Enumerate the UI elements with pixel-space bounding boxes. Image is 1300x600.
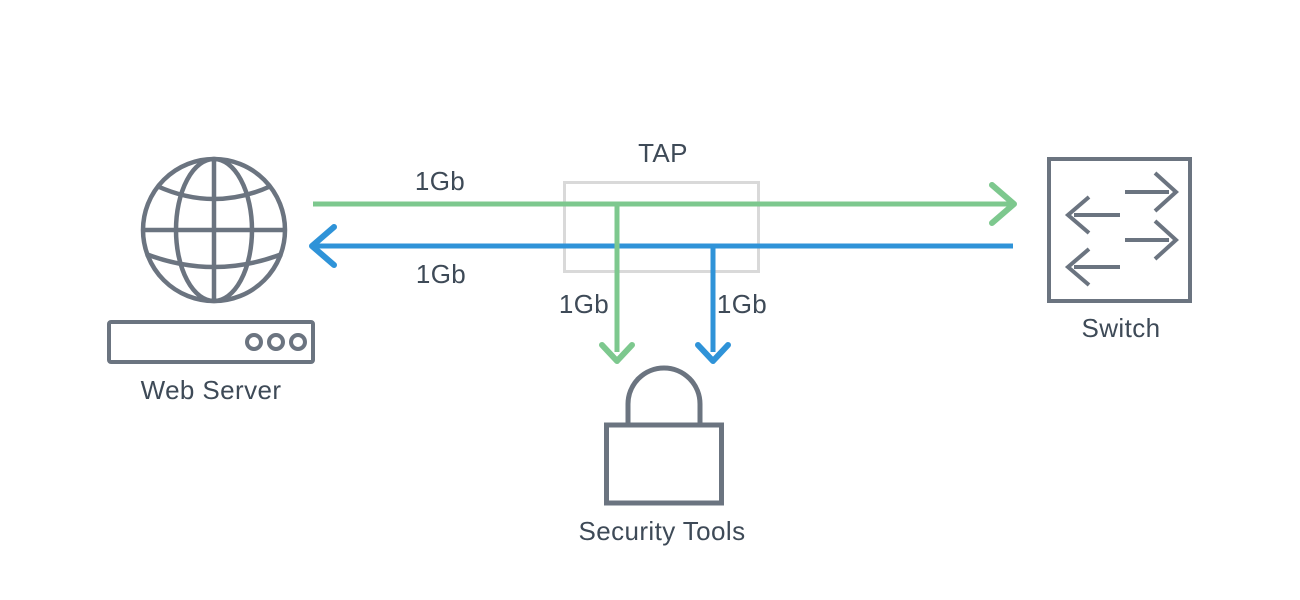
web-server-label: Web Server [140, 375, 282, 405]
switch-right-arrow-bottom [1125, 219, 1179, 261]
switch-left-arrow-bottom [1064, 247, 1120, 287]
switch-left-arrow-middle [1064, 195, 1120, 235]
server-box-icon [107, 320, 315, 364]
globe-icon [140, 156, 288, 304]
blue-left-arrowhead-icon [309, 224, 337, 268]
tap-label: TAP [638, 138, 688, 168]
link-label-blue-branch: 1Gb [716, 289, 768, 319]
switch-arrows-icon [1047, 157, 1192, 303]
link-label-green-horizontal: 1Gb [414, 166, 466, 196]
switch-right-arrow-top [1125, 171, 1179, 213]
blue-down-arrowhead-icon [695, 342, 731, 364]
link-label-blue-horizontal: 1Gb [415, 259, 467, 289]
padlock-icon [604, 365, 724, 506]
switch-label: Switch [1081, 313, 1161, 343]
security-tools-label: Security Tools [578, 516, 746, 546]
tap-box [563, 181, 760, 273]
green-down-arrowhead-icon [599, 342, 635, 364]
link-label-green-branch: 1Gb [558, 289, 610, 319]
green-right-arrowhead-icon [989, 182, 1017, 226]
